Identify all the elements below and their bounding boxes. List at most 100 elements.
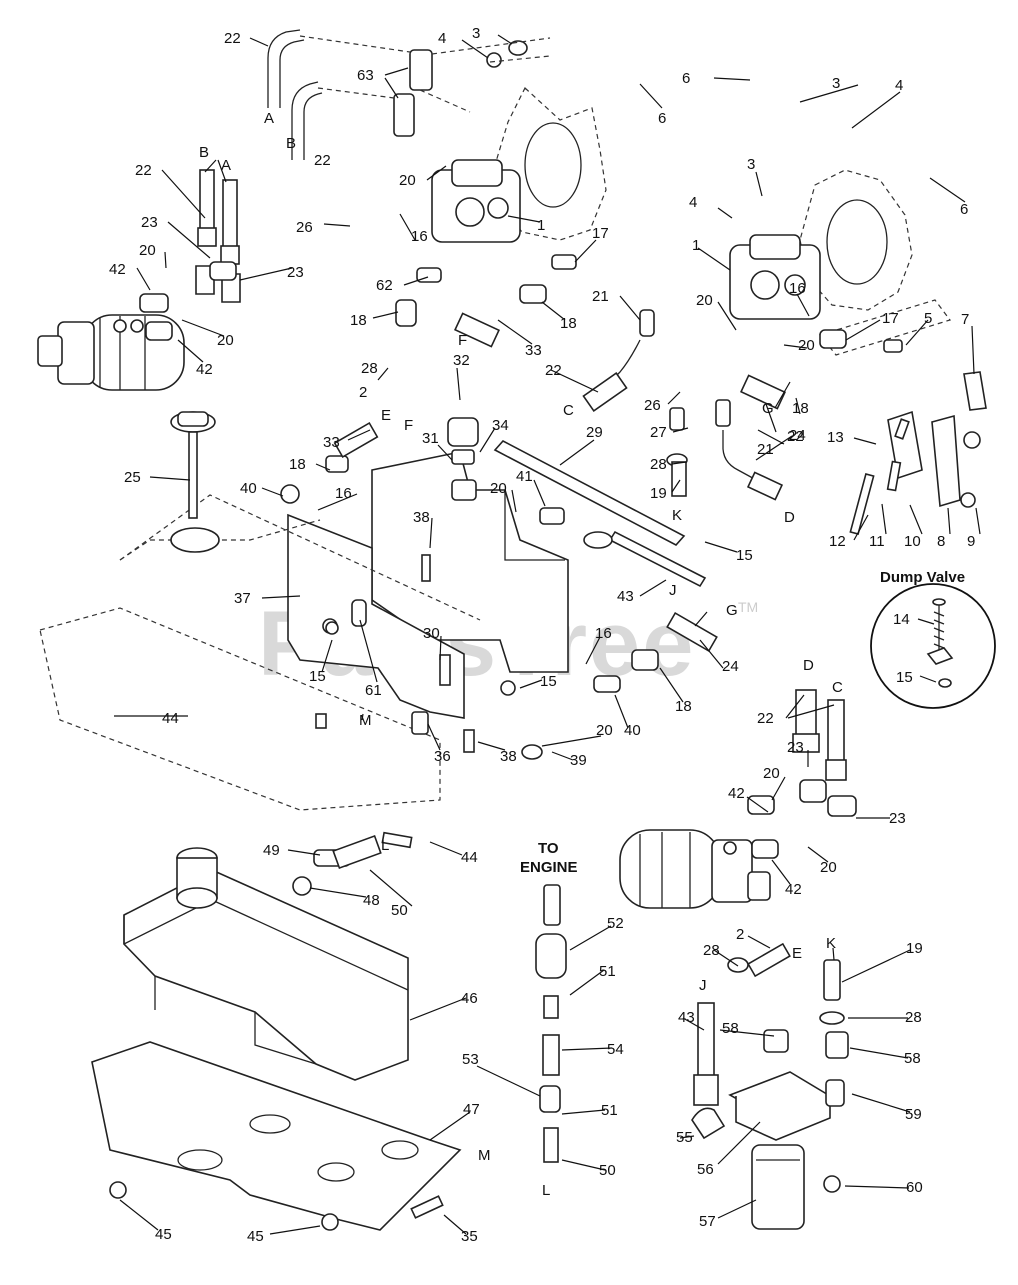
callout-label: 30 bbox=[423, 625, 440, 642]
callout-label: 20 bbox=[820, 859, 837, 876]
callout-label: 14 bbox=[893, 611, 910, 628]
callout-label: K bbox=[826, 935, 836, 952]
callout-label: 33 bbox=[323, 434, 340, 451]
callout-label: C bbox=[563, 402, 574, 419]
callout-label: 4 bbox=[689, 194, 697, 211]
callout-label: 22 bbox=[314, 152, 331, 169]
fuel-line-stack bbox=[535, 884, 567, 1163]
callout-label: 37 bbox=[234, 590, 251, 607]
callout-label: 8 bbox=[937, 533, 945, 550]
callout-label: 7 bbox=[961, 311, 969, 328]
callout-label: 50 bbox=[391, 902, 408, 919]
callout-label: 23 bbox=[889, 810, 906, 827]
callout-label: 15 bbox=[736, 547, 753, 564]
right-wheel-motor bbox=[619, 829, 771, 909]
callout-label: 1 bbox=[537, 217, 545, 234]
callout-label: 18 bbox=[560, 315, 577, 332]
callout-label: 56 bbox=[697, 1161, 714, 1178]
callout-label: D bbox=[784, 509, 795, 526]
callout-label: 50 bbox=[599, 1162, 616, 1179]
callout-label: 60 bbox=[906, 1179, 923, 1196]
callout-label: 32 bbox=[453, 352, 470, 369]
callout-label: 34 bbox=[492, 417, 509, 434]
callout-label: 44 bbox=[461, 849, 478, 866]
to-engine-label: TO ENGINE bbox=[520, 840, 578, 876]
callout-label: 2 bbox=[736, 926, 744, 943]
mount-plate-47 bbox=[91, 1041, 462, 1231]
callout-label: 5 bbox=[924, 310, 932, 327]
callout-label: 22 bbox=[224, 30, 241, 47]
callout-label: 45 bbox=[155, 1226, 172, 1243]
callout-label: M bbox=[478, 1147, 491, 1164]
callout-label: A bbox=[221, 157, 231, 174]
callout-label: A bbox=[264, 110, 274, 127]
callout-label: 38 bbox=[413, 509, 430, 526]
callout-label: 23 bbox=[287, 264, 304, 281]
callout-label: F bbox=[458, 332, 467, 349]
callout-label: 62 bbox=[376, 277, 393, 294]
callout-label: 20 bbox=[139, 242, 156, 259]
filter-assembly bbox=[691, 942, 849, 1230]
callout-label: 43 bbox=[678, 1009, 695, 1026]
callout-label: 9 bbox=[967, 533, 975, 550]
callout-label: 57 bbox=[699, 1213, 716, 1230]
callout-label: F bbox=[404, 417, 413, 434]
callout-label: 31 bbox=[422, 430, 439, 447]
callout-label: 38 bbox=[500, 748, 517, 765]
rod-29 bbox=[493, 440, 707, 588]
callout-label: 28 bbox=[650, 456, 667, 473]
callout-label: 20 bbox=[399, 172, 416, 189]
callout-label: 29 bbox=[586, 424, 603, 441]
callout-label: 15 bbox=[540, 673, 557, 690]
callout-label: J bbox=[699, 977, 707, 994]
callout-label: 59 bbox=[905, 1106, 922, 1123]
callout-label: 53 bbox=[462, 1051, 479, 1068]
callout-label: C bbox=[832, 679, 843, 696]
svg-text:TM: TM bbox=[738, 599, 758, 615]
callout-label: 58 bbox=[904, 1050, 921, 1067]
callout-label: 18 bbox=[350, 312, 367, 329]
callout-label: 18 bbox=[289, 456, 306, 473]
callout-label: 42 bbox=[728, 785, 745, 802]
callout-label: 44 bbox=[162, 710, 179, 727]
callout-label: B bbox=[286, 135, 296, 152]
callout-label: 51 bbox=[599, 963, 616, 980]
callout-label: 17 bbox=[882, 310, 899, 327]
callout-label: 24 bbox=[789, 427, 806, 444]
callout-label: 20 bbox=[596, 722, 613, 739]
callout-label: 24 bbox=[722, 658, 739, 675]
callout-label: 40 bbox=[624, 722, 641, 739]
callout-label: 55 bbox=[676, 1129, 693, 1146]
callout-label: 22 bbox=[545, 362, 562, 379]
callout-label: D bbox=[803, 657, 814, 674]
fittings bbox=[139, 254, 910, 896]
dump-valve-inset: Dump Valve bbox=[870, 569, 996, 709]
callout-label: 20 bbox=[763, 765, 780, 782]
leader-lines bbox=[114, 34, 981, 1235]
callout-label: 3 bbox=[832, 75, 840, 92]
callout-label: 36 bbox=[434, 748, 451, 765]
callout-label: 18 bbox=[792, 400, 809, 417]
callout-label: 21 bbox=[592, 288, 609, 305]
callout-label: L bbox=[381, 837, 389, 854]
upper-left-pump bbox=[431, 87, 607, 243]
callout-label: 25 bbox=[124, 469, 141, 486]
callout-label: 16 bbox=[595, 625, 612, 642]
callout-label: 22 bbox=[135, 162, 152, 179]
filler-cap-25 bbox=[170, 411, 220, 553]
callout-label: 39 bbox=[570, 752, 587, 769]
callout-label: 28 bbox=[703, 942, 720, 959]
callout-label: 15 bbox=[896, 669, 913, 686]
callout-label: 52 bbox=[607, 915, 624, 932]
callout-label: B bbox=[199, 144, 209, 161]
callout-label: 16 bbox=[335, 485, 352, 502]
callout-label: 42 bbox=[196, 361, 213, 378]
callout-label: 23 bbox=[141, 214, 158, 231]
callout-label: 42 bbox=[109, 261, 126, 278]
upper-hoses bbox=[267, 29, 551, 160]
callout-label: 13 bbox=[827, 429, 844, 446]
callout-label: E bbox=[381, 407, 391, 424]
callout-label: 42 bbox=[785, 881, 802, 898]
callout-label: 41 bbox=[516, 468, 533, 485]
